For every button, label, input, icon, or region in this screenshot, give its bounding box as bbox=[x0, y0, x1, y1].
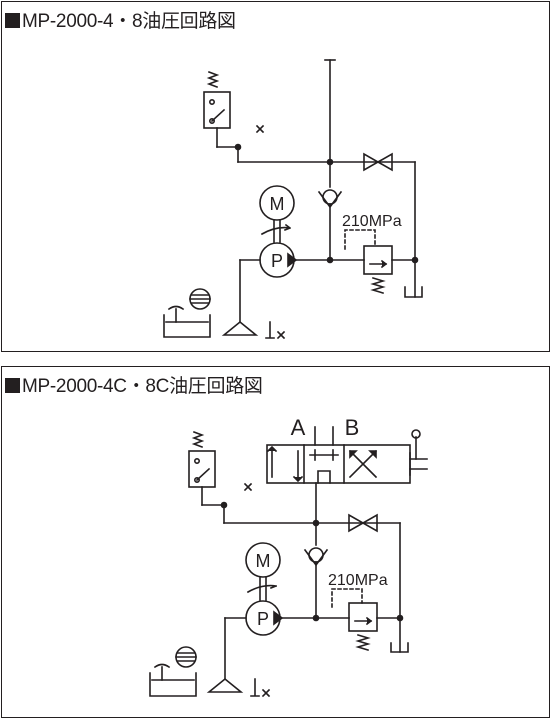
hydraulic-circuit-panel-top: MP-2000-4・8油圧回路図 bbox=[1, 1, 550, 352]
relief-valve-icon bbox=[331, 588, 378, 651]
motor-label: M bbox=[270, 194, 285, 214]
pressure-switch-icon bbox=[188, 430, 253, 506]
junction-dot bbox=[396, 614, 404, 622]
stop-valve-icon bbox=[363, 152, 393, 172]
oil-tank-icon bbox=[149, 663, 197, 697]
panel-title-text: MP-2000-4・8油圧回路図 bbox=[22, 11, 236, 32]
oil-level-gauge-icon bbox=[189, 288, 211, 310]
junction-dot bbox=[220, 501, 228, 509]
hydraulic-circuit-diagram-top: M P 210MPa bbox=[163, 59, 423, 340]
relief-pressure-label: 210MPa bbox=[328, 572, 388, 589]
hydraulic-circuit-panel-bottom: MP-2000-4C・8C油圧回路図 A B bbox=[1, 366, 550, 718]
filter-icon bbox=[221, 320, 259, 336]
pump-label: P bbox=[271, 251, 283, 271]
filter-icon bbox=[206, 677, 244, 693]
tank-return-icon bbox=[404, 286, 423, 298]
panel-title: MP-2000-4・8油圧回路図 bbox=[5, 6, 236, 33]
drain-icon bbox=[250, 678, 271, 698]
directional-valve-icon bbox=[266, 426, 428, 484]
pump-label: P bbox=[257, 609, 269, 629]
relief-pressure-label: 210MPa bbox=[342, 213, 402, 230]
tank-return-icon bbox=[390, 642, 409, 653]
pressure-switch-icon bbox=[203, 70, 265, 148]
junction-dot bbox=[234, 143, 242, 151]
motor-icon bbox=[245, 542, 281, 601]
junction-dot bbox=[411, 256, 419, 264]
relief-valve-icon bbox=[344, 229, 393, 294]
junction-dot bbox=[312, 519, 320, 527]
oil-tank-icon bbox=[163, 305, 211, 338]
title-bullet-icon bbox=[5, 378, 20, 393]
oil-level-gauge-icon bbox=[175, 646, 197, 668]
hydraulic-circuit-diagram-bottom: A B bbox=[149, 415, 428, 698]
stop-valve-icon bbox=[348, 513, 378, 533]
motor-icon bbox=[259, 185, 295, 243]
drain-icon bbox=[265, 321, 286, 340]
panel-title: MP-2000-4C・8C油圧回路図 bbox=[5, 371, 263, 398]
port-b-label: B bbox=[345, 415, 360, 440]
motor-label: M bbox=[256, 551, 271, 571]
title-bullet-icon bbox=[5, 13, 20, 28]
junction-dot bbox=[326, 158, 334, 166]
panel-title-text: MP-2000-4C・8C油圧回路図 bbox=[22, 376, 263, 397]
port-a-label: A bbox=[291, 415, 306, 440]
